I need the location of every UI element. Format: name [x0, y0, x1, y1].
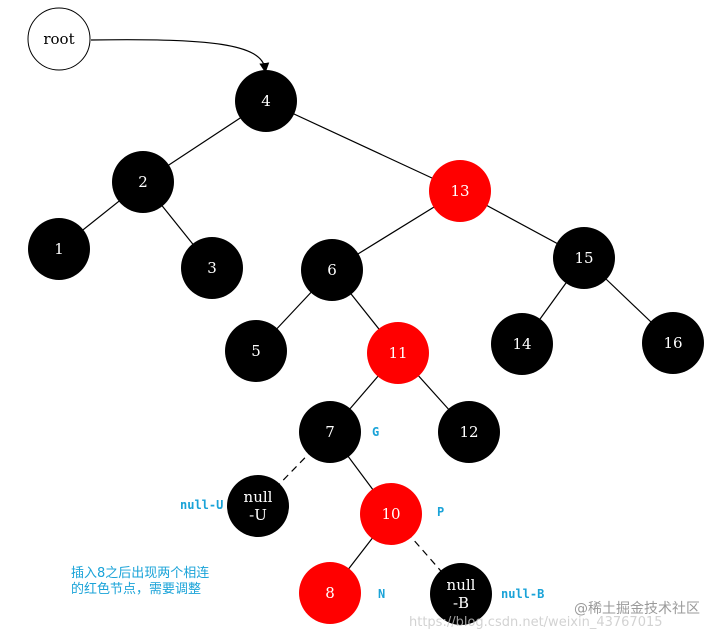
tree-node-n1: 1 [28, 218, 90, 280]
node-circle [112, 151, 174, 213]
root-label: root [43, 30, 74, 48]
tree-node-n14: 14 [491, 313, 553, 375]
root-node: root [27, 7, 91, 71]
node-circle [491, 313, 553, 375]
node-circle [299, 562, 361, 624]
node-circle [367, 322, 429, 384]
node-circle [642, 312, 704, 374]
node-circle [181, 237, 243, 299]
node-label: null [447, 576, 476, 594]
node-label: 15 [574, 249, 593, 267]
tree-node-n5: 5 [225, 320, 287, 382]
node-label: 1 [54, 240, 64, 258]
node-label: 2 [138, 173, 148, 191]
tree-node-n8: 8 [299, 562, 361, 624]
tree-node-n4: 4 [235, 70, 297, 132]
node-label: 16 [663, 334, 682, 352]
node-circle [225, 320, 287, 382]
node-label: 10 [381, 505, 400, 523]
tree-node-n3: 3 [181, 237, 243, 299]
node-circle [553, 227, 615, 289]
node-label: 3 [207, 259, 217, 277]
tree-node-n15: 15 [553, 227, 615, 289]
annotation-note: 插入8之后出现两个相连 的红色节点，需要调整 [71, 566, 241, 598]
node-circle [299, 401, 361, 463]
node-label: 12 [459, 423, 478, 441]
node-label: -B [453, 594, 469, 612]
tree-node-nullB: null-B [430, 563, 492, 625]
tree-node-n12: 12 [438, 401, 500, 463]
annotation-line-1: 插入8之后出现两个相连 [71, 566, 210, 581]
node-circle [301, 239, 363, 301]
node-label: 14 [512, 335, 531, 353]
node-label: 8 [325, 584, 335, 602]
node-circle [28, 218, 90, 280]
node-label: 7 [325, 423, 335, 441]
tree-node-n11: 11 [367, 322, 429, 384]
node-label: 13 [450, 182, 469, 200]
side-label-G: G [372, 425, 379, 439]
node-circle [235, 70, 297, 132]
node-circle [438, 401, 500, 463]
side-label-null-U: null-U [180, 498, 223, 512]
tree-node-nullU: null-U [227, 475, 289, 537]
node-circle [430, 563, 492, 625]
watermark-url: https://blog.csdn.net/weixin_43767015 [409, 615, 663, 630]
side-label-N: N [378, 587, 385, 601]
node-label: 11 [388, 344, 407, 362]
tree-node-n10: 10 [360, 483, 422, 545]
edge-n4-n13 [265, 100, 461, 192]
node-label: 6 [327, 261, 337, 279]
side-label-null-B: null-B [501, 587, 544, 601]
node-label: -U [249, 506, 267, 524]
node-label: 4 [261, 92, 271, 110]
annotation-line-2: 的红色节点，需要调整 [71, 582, 202, 597]
tree-node-n13: 13 [429, 160, 491, 222]
node-circle [360, 483, 422, 545]
node-circle [227, 475, 289, 537]
node-label: 5 [251, 342, 261, 360]
tree-node-n2: 2 [112, 151, 174, 213]
side-label-P: P [437, 505, 444, 519]
node-circle [429, 160, 491, 222]
node-label: null [244, 488, 273, 506]
tree-node-n7: 7 [299, 401, 361, 463]
root-pointer-arrow [90, 39, 270, 73]
tree-node-n16: 16 [642, 312, 704, 374]
tree-node-n6: 6 [301, 239, 363, 301]
watermark: @稀土掘金技术社区 [574, 601, 700, 617]
